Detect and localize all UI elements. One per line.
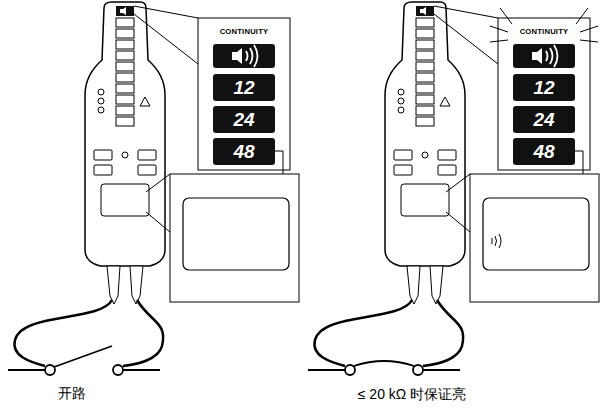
zoom-panel: CONTINUITY 12 24 48: [498, 18, 590, 170]
voltage-value: 48: [233, 141, 254, 163]
voltage-led: 24: [213, 106, 275, 133]
zoom-panel: CONTINUITY 12 24 48: [198, 18, 290, 170]
voltage-led: 12: [213, 74, 275, 101]
voltage-led: 24: [513, 106, 575, 133]
voltage-led: 48: [513, 138, 575, 165]
voltage-value: 12: [533, 77, 554, 99]
voltage-value: 48: [533, 141, 554, 163]
voltage-led: 48: [213, 138, 275, 165]
voltage-value: 24: [533, 109, 554, 131]
panel-heading: CONTINUITY: [498, 27, 590, 36]
voltage-value: 12: [233, 77, 254, 99]
condition-label: 开路: [58, 385, 86, 403]
voltage-led: 12: [513, 74, 575, 101]
voltage-value: 24: [233, 109, 254, 131]
condition-label: ≤ 20 kΩ 时保证亮: [358, 386, 466, 404]
panel-heading: CONTINUITY: [198, 27, 290, 36]
